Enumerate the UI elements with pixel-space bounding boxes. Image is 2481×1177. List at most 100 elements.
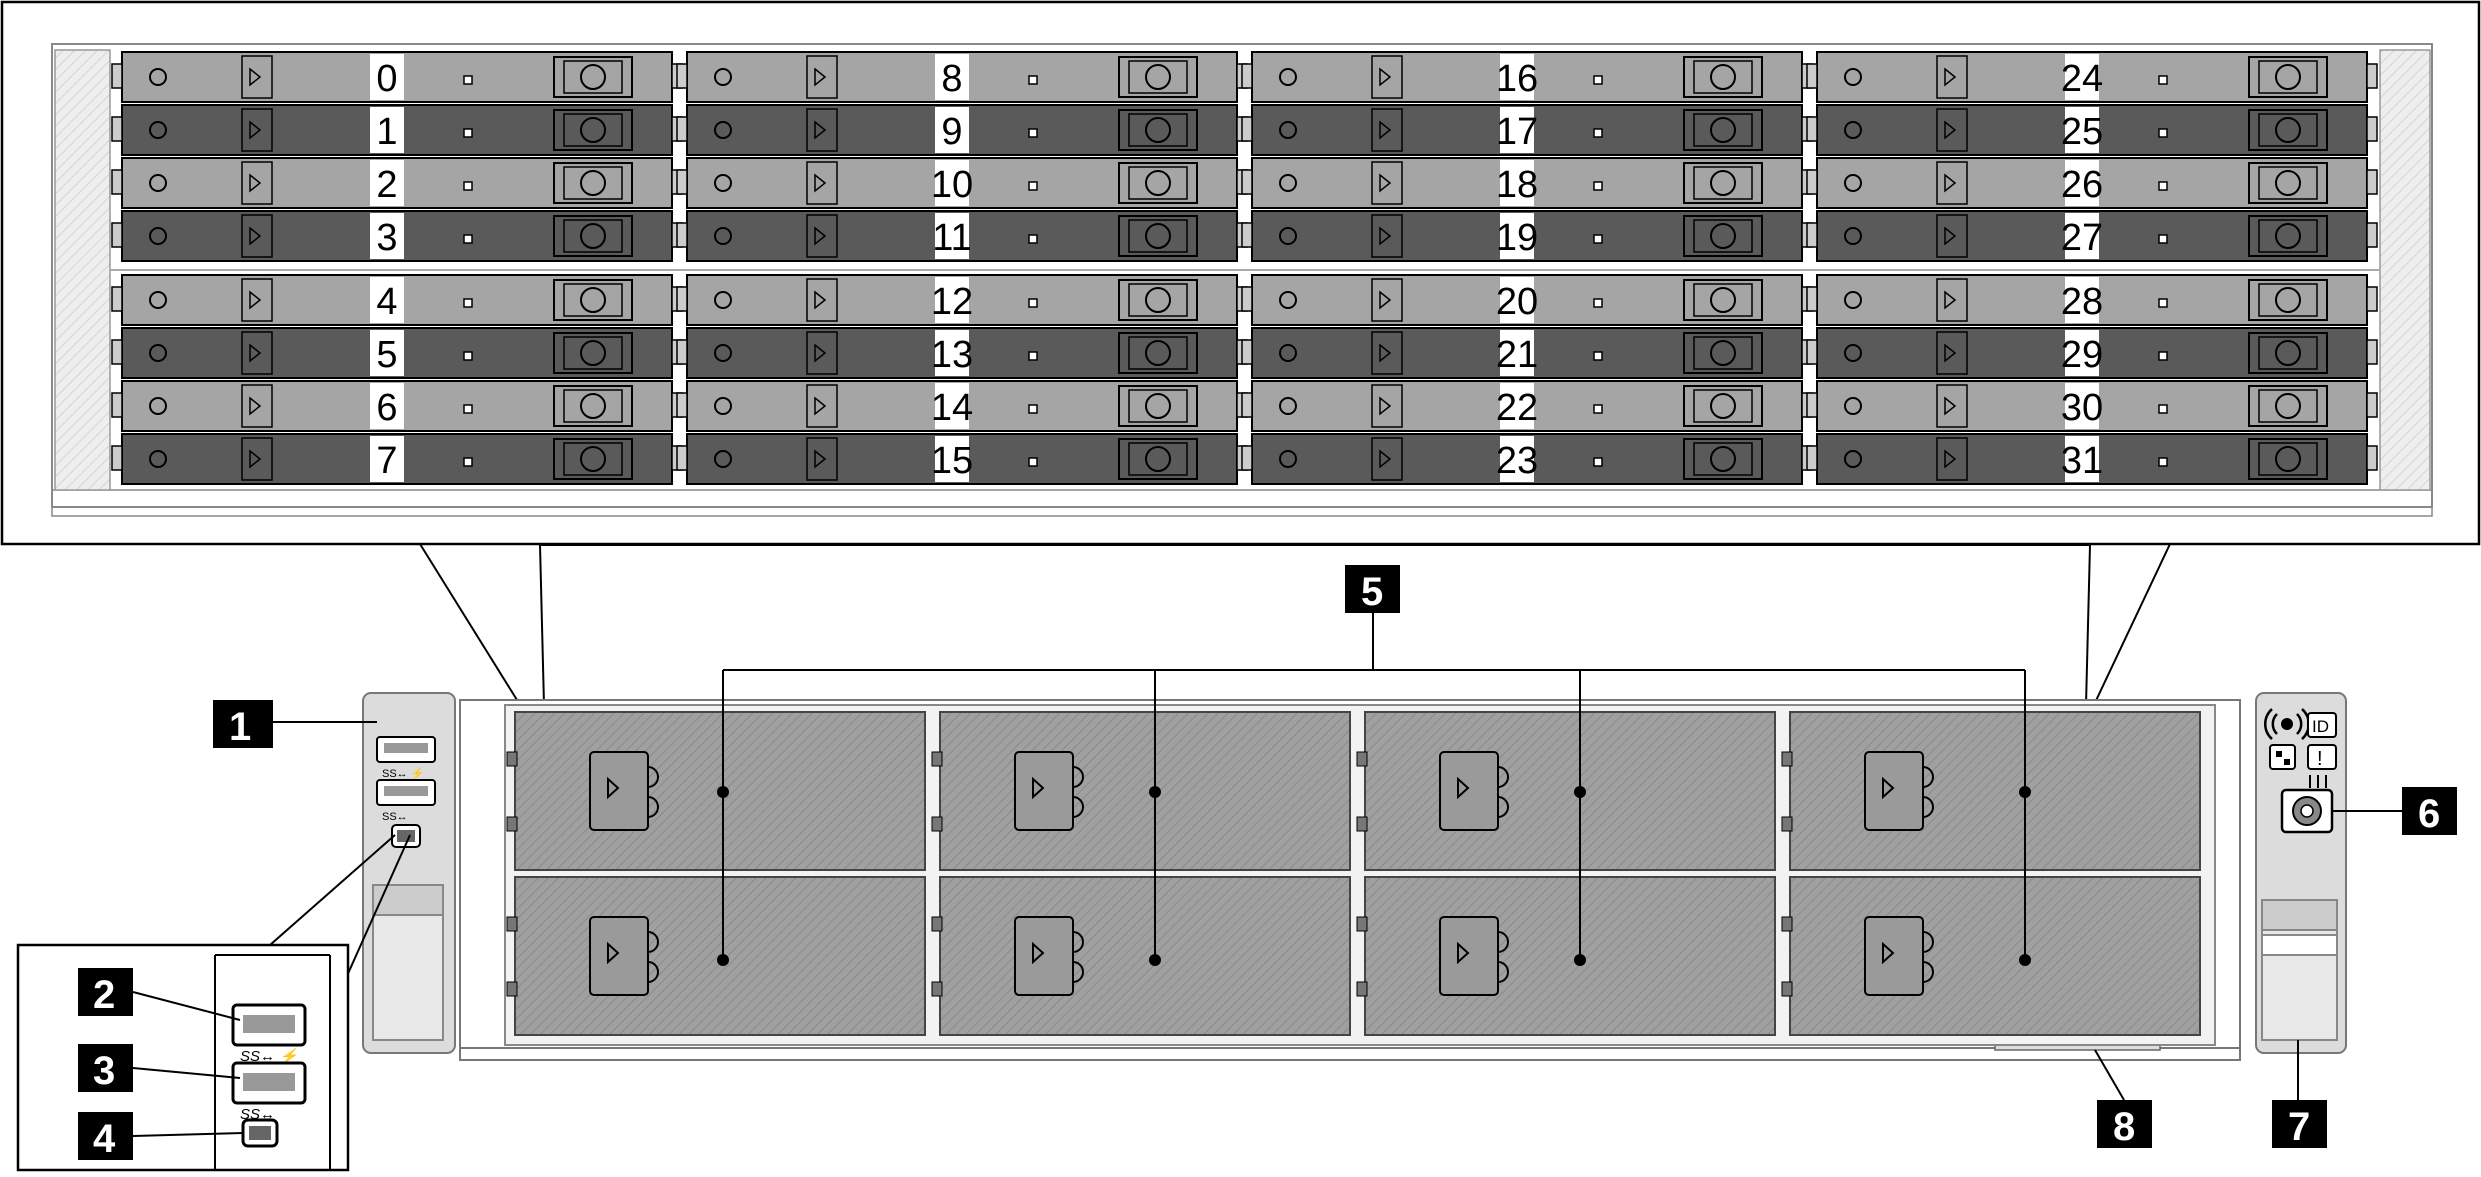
drive-bay-filler[interactable] [931, 876, 1351, 1036]
pull-out-tab-slot [2261, 934, 2338, 956]
bay-number: 19 [1496, 217, 1538, 259]
svg-text:SS↔ ⚡: SS↔ ⚡ [240, 1047, 299, 1065]
system-error-led [2307, 744, 2337, 770]
inset-frame [16, 943, 350, 1172]
svg-text:SS↔ ⚡: SS↔ ⚡ [382, 767, 424, 780]
svg-text:5: 5 [1361, 570, 1383, 614]
bay-number: 4 [376, 281, 397, 323]
drive-bays: 0123456789101112131415161718192021222324… [111, 51, 2378, 485]
drive-bay[interactable]: 29 [1806, 327, 2378, 379]
ports-inset: SS↔ ⚡ SS↔ [16, 834, 411, 1172]
callout-dots [717, 786, 2031, 966]
drive-bay-filler[interactable] [931, 711, 1351, 871]
right-ear-hatch [2379, 49, 2431, 491]
left-rack-handle[interactable] [372, 904, 444, 1041]
drive-bay[interactable]: 13 [676, 327, 1248, 379]
drive-bay[interactable]: 10 [676, 157, 1248, 209]
bay-number: 16 [1496, 58, 1538, 100]
drive-bay[interactable]: 18 [1241, 157, 1813, 209]
bay-number: 23 [1496, 440, 1538, 482]
server-chassis: SS↔ ⚡ SS↔ ID ! [16, 692, 2347, 1172]
drive-bay[interactable]: 31 [1806, 433, 2378, 485]
drive-bay[interactable]: 5 [111, 327, 683, 379]
drive-bay[interactable]: 0 [111, 51, 683, 103]
drive-bay[interactable]: 12 [676, 274, 1248, 326]
drive-bay[interactable]: 7 [111, 433, 683, 485]
drive-bay[interactable]: 19 [1241, 210, 1813, 262]
bay-number: 29 [2061, 334, 2103, 376]
bay-number: 17 [1496, 111, 1538, 153]
bay-number: 5 [376, 334, 397, 376]
drive-bay[interactable]: 9 [676, 104, 1248, 156]
id-label: ID [2312, 717, 2329, 736]
bay-number: 30 [2061, 387, 2103, 429]
bay-number: 15 [931, 440, 973, 482]
callout-6: 6 [2402, 787, 2457, 836]
drive-bay[interactable]: 14 [676, 380, 1248, 432]
bay-number: 18 [1496, 164, 1538, 206]
drive-bay[interactable]: 4 [111, 274, 683, 326]
right-operator-panel: ID ! [2263, 708, 2337, 834]
svg-text:8: 8 [2113, 1105, 2135, 1149]
bay-number: 27 [2061, 217, 2103, 259]
left-handle-latch [372, 884, 444, 916]
callout-1: 1 [213, 700, 273, 749]
drive-bay-filler[interactable] [1781, 711, 2201, 871]
callout-7: 7 [2272, 1100, 2327, 1149]
drive-bay[interactable]: 2 [111, 157, 683, 209]
network-activity-icon [2269, 744, 2296, 770]
bay-number: 12 [931, 281, 973, 323]
drive-bay[interactable]: 21 [1241, 327, 1813, 379]
power-led-indicators [2309, 775, 2327, 788]
callout-4: 4 [78, 1112, 133, 1161]
drive-bay-filler[interactable] [506, 876, 926, 1036]
svg-text:2: 2 [93, 973, 115, 1017]
chassis-bottom-rail [51, 489, 2433, 517]
bay-number: 11 [932, 217, 971, 259]
drive-bay[interactable]: 6 [111, 380, 683, 432]
bay-number: 0 [376, 58, 397, 100]
callout-8: 8 [2097, 1100, 2152, 1149]
drive-bay-fillers [506, 711, 2201, 1036]
drive-bay[interactable]: 30 [1806, 380, 2378, 432]
drive-bay[interactable]: 28 [1806, 274, 2378, 326]
drive-bay[interactable]: 11 [676, 210, 1248, 262]
svg-text:6: 6 [2418, 792, 2440, 836]
bay-number: 28 [2061, 281, 2103, 323]
bay-number: 21 [1496, 334, 1538, 376]
bay-number: 8 [941, 58, 962, 100]
drive-bay[interactable]: 23 [1241, 433, 1813, 485]
drive-bay[interactable]: 16 [1241, 51, 1813, 103]
bay-number: 2 [376, 164, 397, 206]
drive-bay[interactable]: 1 [111, 104, 683, 156]
bay-number: 7 [376, 440, 397, 482]
drive-bay[interactable]: 8 [676, 51, 1248, 103]
wireless-icon [2263, 708, 2311, 740]
drive-bay-filler[interactable] [1356, 711, 1776, 871]
bay-number: 10 [931, 164, 973, 206]
bay-number: 1 [376, 111, 397, 153]
drive-bay[interactable]: 22 [1241, 380, 1813, 432]
bay-number: 22 [1496, 387, 1538, 429]
left-ear-hatch [54, 49, 111, 491]
drive-bay-filler[interactable] [506, 711, 926, 871]
callout-3: 3 [78, 1044, 133, 1093]
bay-number: 20 [1496, 281, 1538, 323]
drive-bay-filler[interactable] [1781, 876, 2201, 1036]
drive-bay[interactable]: 3 [111, 210, 683, 262]
drive-bay[interactable]: 26 [1806, 157, 2378, 209]
drive-bay[interactable]: 17 [1241, 104, 1813, 156]
drive-bay[interactable]: 27 [1806, 210, 2378, 262]
callout-leaders [132, 613, 2402, 1137]
drive-bay[interactable]: 20 [1241, 274, 1813, 326]
bay-number: 24 [2061, 58, 2103, 100]
bay-number: 6 [376, 387, 397, 429]
drive-bay[interactable]: 25 [1806, 104, 2378, 156]
drive-bay[interactable]: 15 [676, 433, 1248, 485]
bay-number: 9 [941, 111, 962, 153]
drive-bay-filler[interactable] [1356, 876, 1776, 1036]
id-button[interactable] [2307, 712, 2337, 738]
drive-bay[interactable]: 24 [1806, 51, 2378, 103]
bay-number: 14 [931, 387, 973, 429]
error-label: ! [2317, 748, 2323, 770]
